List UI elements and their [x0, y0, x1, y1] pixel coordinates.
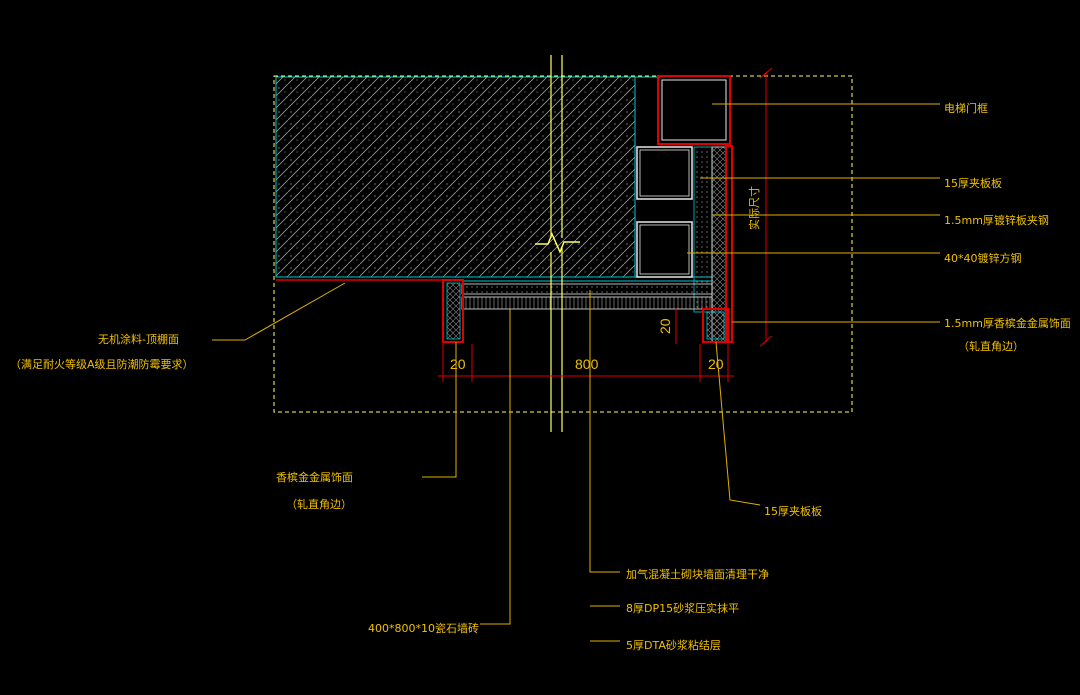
- leader-concrete: [589, 290, 620, 573]
- axis-break-mark: [535, 232, 580, 254]
- label-mortar: 8厚DP15砂浆压实抹平: [626, 601, 739, 615]
- site-dim-tick-top: [759, 67, 773, 79]
- dim-right: 20: [708, 356, 724, 372]
- detail-boundary: [273, 75, 853, 413]
- concrete-wall: [275, 76, 636, 278]
- soffit-dta-layer: [461, 283, 713, 295]
- label-paint-ceiling-note: （满足耐火等级A级且防潮防霉要求）: [10, 357, 194, 371]
- site-dim-tick-bottom: [759, 335, 773, 347]
- label-concrete: 加气混凝土砌块墙面清理干净: [626, 567, 769, 581]
- label-metal-right: 1.5mm厚香槟金金属饰面: [944, 316, 1071, 330]
- right-return-frame: [702, 308, 729, 343]
- elevator-door-frame: [657, 75, 731, 145]
- soffit-tile-layer: [461, 296, 713, 310]
- steel-tube-lower-inner: [639, 224, 690, 275]
- left-return-frame: [442, 279, 464, 343]
- label-elevator-door: 电梯门框: [944, 101, 988, 115]
- label-metal-left-note: （轧直角边）: [286, 497, 352, 511]
- leader-paint: [212, 282, 346, 341]
- label-board-top: 15厚夹板板: [944, 176, 1002, 190]
- steel-tube-upper-inner: [639, 149, 690, 197]
- site-dim-label: 实际尺寸: [747, 186, 761, 230]
- label-dta: 5厚DTA砂浆粘结层: [626, 638, 721, 652]
- dim-vertical: 20: [657, 318, 673, 334]
- label-metal-right-note: （轧直角边）: [958, 339, 1024, 353]
- label-board-bottom: 15厚夹板板: [764, 504, 822, 518]
- dim-left: 20: [450, 356, 466, 372]
- dim-middle: 800: [575, 356, 599, 372]
- right-return-fill: [706, 311, 725, 340]
- leader-board-bottom: [715, 341, 761, 506]
- label-tile: 400*800*10瓷石墙砖: [368, 621, 479, 635]
- elevator-door-inner: [661, 79, 727, 141]
- steel-tube-upper: [636, 146, 693, 200]
- left-return-fill: [446, 282, 461, 340]
- steel-tube-lower: [636, 221, 693, 278]
- label-steel-tube: 40*40镀锌方钢: [944, 251, 1022, 265]
- label-paint-ceiling: 无机涂料-顶棚面: [98, 332, 179, 346]
- label-steel-plate: 1.5mm厚镀锌板夹钢: [944, 213, 1049, 227]
- leader-tile: [480, 309, 511, 625]
- leader-metal-left: [422, 342, 457, 478]
- label-metal-left: 香槟金金属饰面: [276, 470, 353, 484]
